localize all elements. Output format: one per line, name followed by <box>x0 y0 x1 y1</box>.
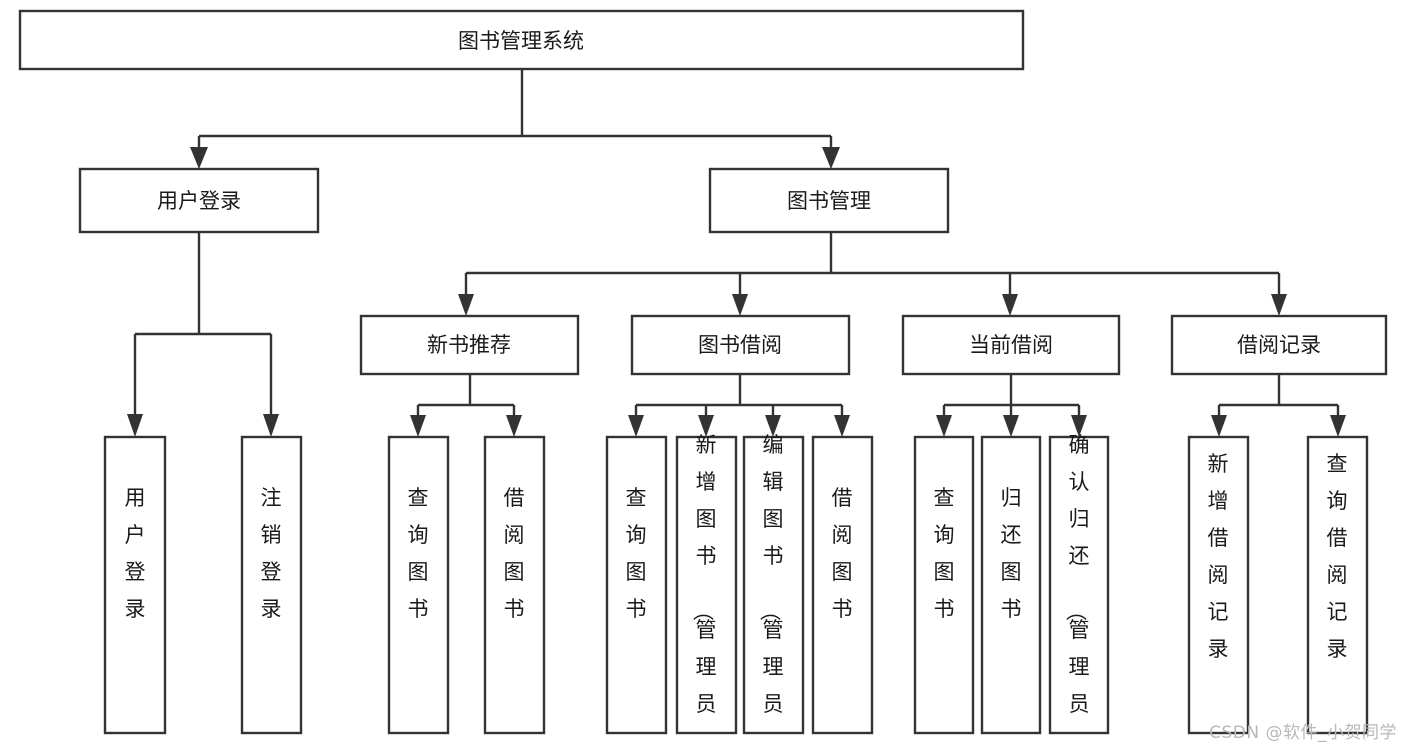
arrow-to-leaf-bl-query <box>1330 415 1346 437</box>
node-cur-borrow-label: 当前借阅 <box>969 333 1053 357</box>
node-book-mgmt-box[interactable] <box>708 167 950 234</box>
node-book-mgmt[interactable]: 图书管理 <box>708 167 950 234</box>
node-leaf-bb-borrow-box[interactable] <box>811 435 874 735</box>
node-leaf-bb-add-box[interactable] <box>675 435 738 735</box>
node-leaf-bb-edit[interactable]: 编辑图书（管理员） <box>742 433 805 747</box>
node-book-borrow[interactable]: 图书借阅 <box>630 314 851 376</box>
node-leaf-bl-query[interactable]: 查询借阅记录 <box>1306 435 1369 735</box>
node-borrow-log[interactable]: 借阅记录 <box>1170 314 1388 376</box>
arrow-to-leaf-bl-add <box>1211 415 1227 437</box>
node-leaf-nbr-borrow-box[interactable] <box>483 435 546 735</box>
csdn-watermark: CSDN @软件_小贺同学 <box>1209 723 1397 743</box>
node-root-box[interactable] <box>18 9 1025 71</box>
arrow-to-leaf-bb-query <box>628 415 644 437</box>
node-cur-borrow[interactable]: 当前借阅 <box>901 314 1121 376</box>
node-user-login-label: 用户登录 <box>157 189 241 213</box>
node-leaf-bb-borrow[interactable]: 借阅图书 <box>811 435 874 735</box>
node-leaf-cb-return-box[interactable] <box>980 435 1042 735</box>
node-leaf-user-logout-label: 注销登录 <box>261 486 282 621</box>
arrow-to-book-borrow <box>732 294 748 316</box>
arrow-to-leaf-cb-query <box>936 415 952 437</box>
node-user-login[interactable]: 用户登录 <box>78 167 320 234</box>
node-leaf-nbr-query-label: 查询图书 <box>408 486 429 621</box>
node-borrow-log-box[interactable] <box>1170 314 1388 376</box>
node-leaf-bl-add-box[interactable] <box>1187 435 1250 735</box>
node-leaf-bb-query-box[interactable] <box>605 435 668 735</box>
node-leaf-cb-return-label: 归还图书 <box>1001 486 1022 621</box>
node-leaf-nbr-borrow-label: 借阅图书 <box>504 486 525 621</box>
node-leaf-nbr-query-box[interactable] <box>387 435 450 735</box>
node-root-label: 图书管理系统 <box>458 29 584 53</box>
arrow-to-leaf-bb-borrow <box>834 415 850 437</box>
node-leaf-nbr-query[interactable]: 查询图书 <box>387 435 450 735</box>
node-leaf-cb-query-label: 查询图书 <box>934 486 955 621</box>
node-leaf-user-logout-box[interactable] <box>240 435 303 735</box>
arrow-to-leaf-nbr-query <box>410 415 426 437</box>
node-leaf-cb-return[interactable]: 归还图书 <box>980 435 1042 735</box>
node-leaf-bb-borrow-label: 借阅图书 <box>832 486 853 621</box>
node-leaf-bb-query[interactable]: 查询图书 <box>605 435 668 735</box>
nodes-layer: 图书管理系统 用户登录 图书管理 新书推荐 图书借阅 <box>18 9 1388 747</box>
node-leaf-bb-edit-box[interactable] <box>742 435 805 735</box>
edges-layer <box>127 69 1346 437</box>
arrow-to-book-mgmt <box>822 147 840 169</box>
arrow-to-leaf-user-logout <box>263 414 279 437</box>
node-leaf-user-login-box[interactable] <box>103 435 167 735</box>
node-book-borrow-box[interactable] <box>630 314 851 376</box>
node-borrow-log-label: 借阅记录 <box>1237 333 1321 357</box>
node-leaf-user-login[interactable]: 用户登录 <box>103 435 167 735</box>
node-leaf-bl-add-label: 新增借阅记录 <box>1208 452 1229 661</box>
node-leaf-bb-add[interactable]: 新增图书（管理员） <box>675 433 738 747</box>
node-leaf-bl-query-label: 查询借阅记录 <box>1327 452 1348 661</box>
node-leaf-cb-confirm-box[interactable] <box>1048 435 1110 735</box>
node-cur-borrow-box[interactable] <box>901 314 1121 376</box>
node-new-book-rec-box[interactable] <box>359 314 580 376</box>
node-leaf-nbr-borrow[interactable]: 借阅图书 <box>483 435 546 735</box>
arrow-to-leaf-bb-add <box>698 415 714 437</box>
arrow-to-borrow-log <box>1271 294 1287 316</box>
node-leaf-bb-add-label: 新增图书（管理员） <box>691 433 717 747</box>
node-leaf-cb-confirm-label: 确认归还（管理员） <box>1064 433 1090 747</box>
node-leaf-cb-query[interactable]: 查询图书 <box>913 435 975 735</box>
node-leaf-bl-query-box[interactable] <box>1306 435 1369 735</box>
node-book-borrow-label: 图书借阅 <box>698 333 782 357</box>
arrow-to-leaf-cb-confirm <box>1071 415 1087 437</box>
arrow-to-new-book-rec <box>458 294 474 316</box>
node-leaf-cb-confirm[interactable]: 确认归还（管理员） <box>1048 433 1110 747</box>
node-leaf-user-login-label: 用户登录 <box>125 486 146 621</box>
node-leaf-bl-add[interactable]: 新增借阅记录 <box>1187 435 1250 735</box>
node-new-book-rec-label: 新书推荐 <box>427 333 511 357</box>
arrow-to-leaf-user-login <box>127 414 143 437</box>
arrow-to-cur-borrow <box>1002 294 1018 316</box>
arrow-to-leaf-bb-edit <box>765 415 781 437</box>
arrow-to-leaf-nbr-borrow <box>506 415 522 437</box>
node-leaf-cb-query-box[interactable] <box>913 435 975 735</box>
arrow-to-leaf-cb-return <box>1003 415 1019 437</box>
node-leaf-bb-edit-label: 编辑图书（管理员） <box>758 433 784 747</box>
node-root[interactable]: 图书管理系统 <box>18 9 1025 71</box>
node-new-book-rec[interactable]: 新书推荐 <box>359 314 580 376</box>
node-user-login-box[interactable] <box>78 167 320 234</box>
node-leaf-user-logout[interactable]: 注销登录 <box>240 435 303 735</box>
arrow-to-user-login <box>190 147 208 169</box>
node-book-mgmt-label: 图书管理 <box>787 189 871 213</box>
node-leaf-bb-query-label: 查询图书 <box>626 486 647 621</box>
